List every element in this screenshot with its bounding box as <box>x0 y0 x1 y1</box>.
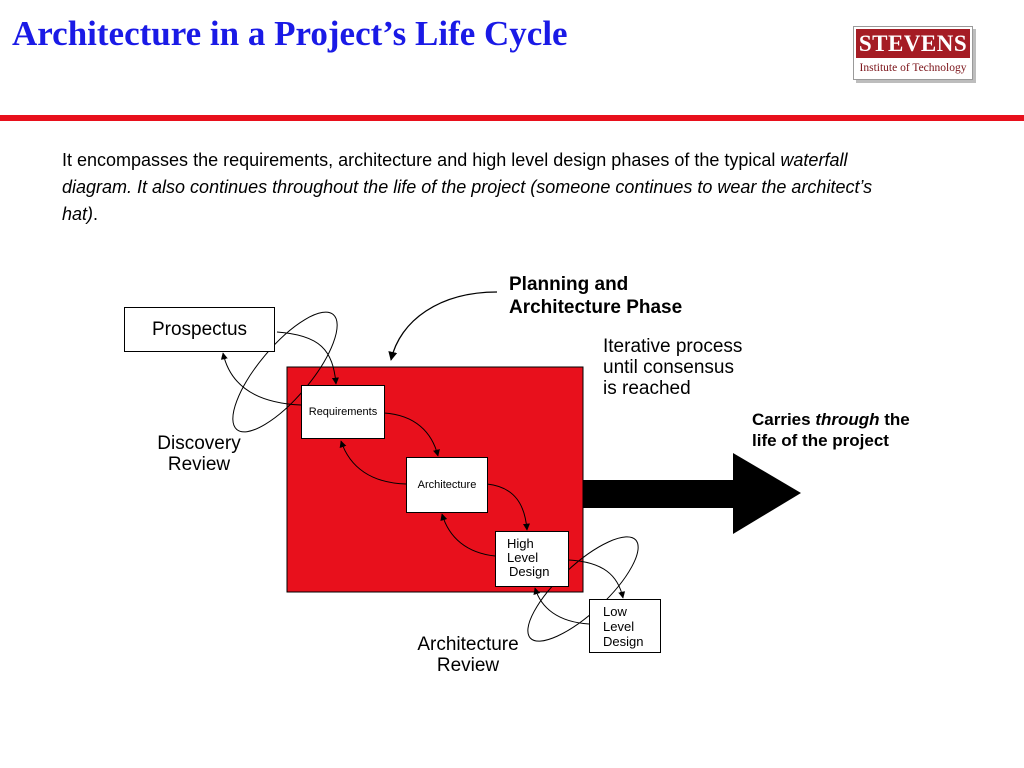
architecture-review-line-1: Architecture <box>417 634 519 655</box>
carries-line-1: Carries through the <box>752 409 910 430</box>
arrow-hld-to-lld <box>568 559 626 599</box>
slide-title: Architecture in a Project’s Life Cycle <box>12 14 568 53</box>
iterative-line-3: is reached <box>603 378 691 399</box>
discovery-review-line-2: Review <box>167 454 231 475</box>
title-rule <box>0 115 1024 121</box>
requirements-box: Requirements <box>301 385 385 439</box>
big-arrow-shaft <box>583 480 735 508</box>
arrow-requirements-to-architecture <box>383 412 440 457</box>
high-level-design-box: High Level Design <box>495 531 569 587</box>
planning-phase-label: Planning and Architecture Phase <box>509 273 682 319</box>
arrow-lld-to-hld <box>533 587 590 625</box>
intro-text-1: It encompasses the requirements, archite… <box>62 150 781 170</box>
intro-text-italic: waterfall diagram. It also continues thr… <box>62 150 873 224</box>
architecture-box: Architecture <box>406 457 488 513</box>
arrow-requirements-to-prospectus <box>220 352 302 406</box>
prospectus-label: Prospectus <box>151 319 248 340</box>
arrow-architecture-to-hld <box>486 483 530 531</box>
carries-through-label: Carries through the life of the project <box>752 409 910 451</box>
iterative-process-label: Iterative process until consensus is rea… <box>603 336 742 399</box>
lld-line-3: Design <box>603 634 644 649</box>
carries-pre: Carries <box>752 410 816 429</box>
iterative-line-2: until consensus <box>603 357 734 378</box>
logo-subtitle: Institute of Technology <box>859 62 967 74</box>
planning-phase-arrow <box>388 291 498 361</box>
big-arrow-head <box>733 453 801 534</box>
prospectus-box: Prospectus <box>124 307 275 352</box>
hld-line-2: Level <box>507 550 539 565</box>
hld-line-1: High <box>507 536 534 551</box>
arrow-architecture-to-requirements <box>339 440 407 485</box>
stevens-logo: STEVENS Institute of Technology <box>853 26 973 80</box>
discovery-review-label: Discovery Review <box>140 433 258 475</box>
intro-text-3: . <box>93 204 99 224</box>
requirements-label: Requirements <box>308 406 378 418</box>
lld-line-2: Level <box>603 619 635 634</box>
arrow-prospectus-to-requirements <box>276 331 339 385</box>
planning-phase-line-2: Architecture Phase <box>509 297 683 318</box>
planning-phase-line-1: Planning and <box>509 274 629 295</box>
discovery-review-line-1: Discovery <box>157 433 241 454</box>
iterative-line-1: Iterative process <box>603 336 743 357</box>
lld-line-1: Low <box>603 604 627 619</box>
architecture-review-line-2: Review <box>436 655 500 676</box>
arrow-hld-to-architecture <box>440 513 496 557</box>
intro-paragraph: It encompasses the requirements, archite… <box>62 147 912 228</box>
low-level-design-box: Low Level Design <box>589 599 661 653</box>
carries-post: the <box>879 410 910 429</box>
carries-italic: through <box>815 410 880 429</box>
carries-line-2: life of the project <box>752 431 889 450</box>
architecture-label: Architecture <box>417 479 477 491</box>
architecture-review-label: Architecture Review <box>400 634 536 676</box>
logo-name: STEVENS <box>856 29 970 58</box>
hld-line-3: Design <box>509 564 550 579</box>
